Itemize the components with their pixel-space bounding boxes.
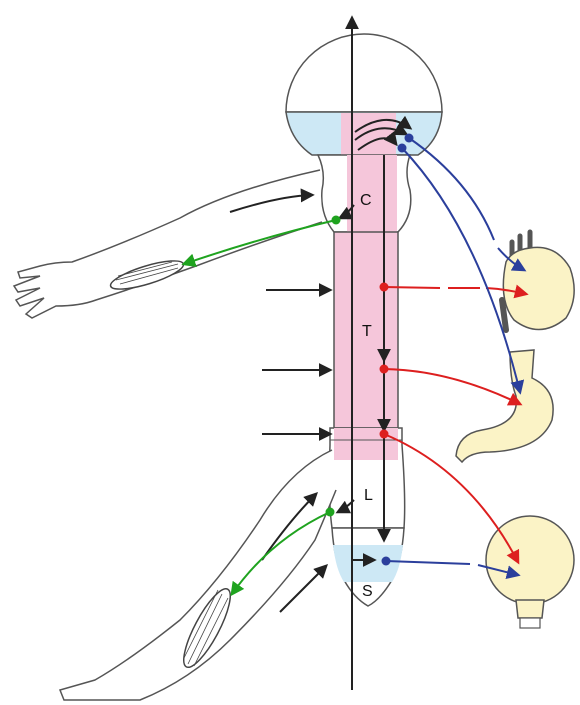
label-cervical: C [360,192,372,209]
label-lumbar: L [364,487,373,504]
leg-outline [60,450,336,700]
arm-outline [14,170,322,318]
label-sacral: S [362,583,373,600]
heart-icon [502,232,574,330]
spinal-cord-outline [318,155,411,606]
stomach-icon [456,350,553,462]
bladder-icon [486,516,574,628]
brain-outline [286,34,442,155]
label-thoracic: T [362,323,372,340]
